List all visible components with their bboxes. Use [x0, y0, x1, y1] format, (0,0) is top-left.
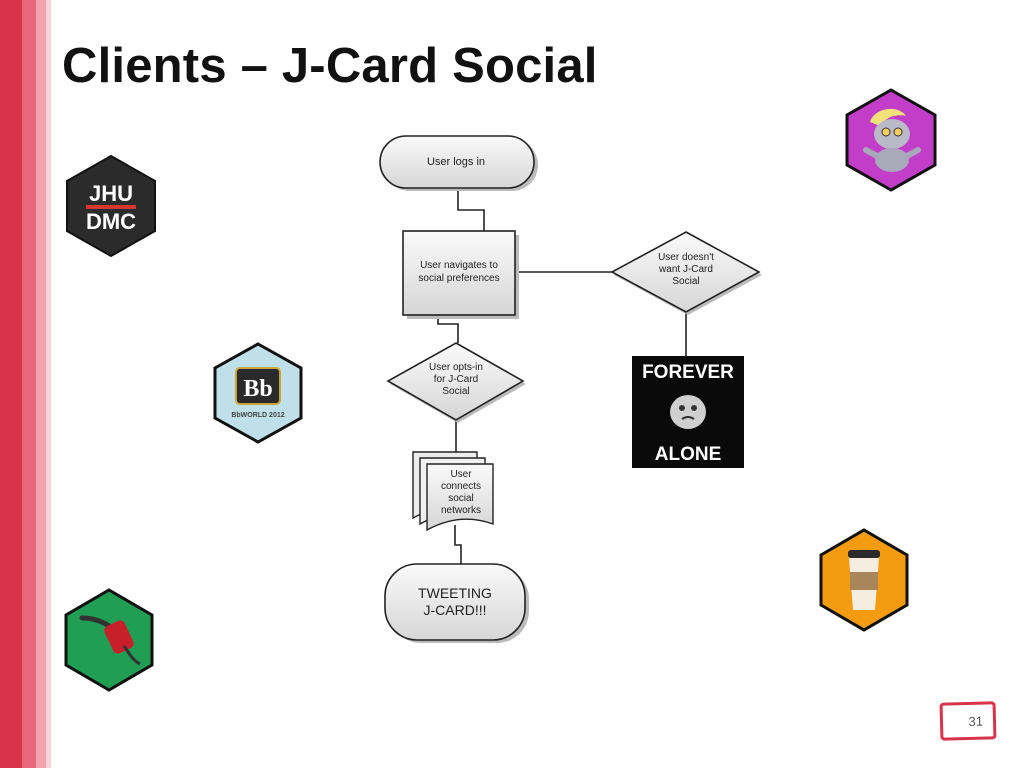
slide-title: Clients – J-Card Social — [62, 39, 598, 93]
node-connect-label-line3: social — [448, 493, 474, 504]
pony-badge-icon — [845, 88, 937, 192]
connector-start-to-navigate — [457, 189, 485, 231]
left-accent-stripe — [0, 0, 22, 768]
fuel-pump-badge-icon — [64, 588, 154, 692]
bb-logo-text: Bb — [243, 376, 272, 402]
badge-red-bar — [86, 205, 136, 209]
node-end-label-line1: TWEETING — [418, 585, 492, 601]
node-optout-label-line3: Social — [672, 276, 699, 287]
node-tweeting-jcard: TWEETING J-CARD!!! — [384, 563, 529, 643]
node-optin-label-line2: for J-Card — [434, 374, 478, 385]
page-number-box: 31 — [939, 701, 997, 741]
meme-top-text: FOREVER — [642, 362, 734, 383]
node-user-doesnt-want: User doesn't want J-Card Social — [610, 231, 762, 315]
bb-world-caption: BbWORLD 2012 — [231, 412, 284, 419]
node-optin-label-line3: Social — [442, 386, 469, 397]
node-navigate-label-line1: User navigates to — [420, 260, 498, 271]
forever-alone-meme-image: FOREVER ALONE — [632, 356, 744, 468]
left-accent-stripe — [22, 0, 36, 768]
node-connect-networks: User connects social networks — [412, 451, 494, 532]
node-connect-label-line4: networks — [441, 505, 481, 516]
meme-bottom-text: ALONE — [655, 444, 722, 465]
left-accent-stripe — [36, 0, 46, 768]
connector-connect-to-end — [454, 525, 462, 564]
node-end-label-line2: J-CARD!!! — [424, 602, 487, 618]
blackboard-badge-icon: Bb BbWORLD 2012 — [213, 342, 303, 444]
node-optin-label-line1: User opts-in — [429, 362, 483, 373]
node-navigate-preferences: User navigates to social preferences — [402, 230, 519, 319]
badge-jhu-line1: JHU — [89, 181, 133, 206]
node-optout-label-line1: User doesn't — [658, 252, 714, 263]
badge-jhu-line2: DMC — [86, 209, 136, 234]
left-accent-stripe — [46, 0, 51, 768]
node-navigate-label-line2: social preferences — [418, 273, 499, 284]
connector-navigate-to-optin — [437, 316, 459, 343]
node-user-opts-in: User opts-in for J-Card Social — [386, 342, 526, 423]
node-connect-label-line2: connects — [441, 481, 481, 492]
flow-connectors — [437, 189, 687, 564]
node-start-label: User logs in — [427, 156, 485, 168]
node-connect-label-line1: User — [450, 469, 472, 480]
coffee-cup-badge-icon — [819, 528, 909, 632]
page-number: 31 — [968, 713, 984, 729]
jhu-dmc-badge-icon: JHU DMC — [66, 154, 156, 258]
node-optout-label-line2: want J-Card — [658, 264, 713, 275]
node-user-logs-in: User logs in — [379, 135, 538, 191]
